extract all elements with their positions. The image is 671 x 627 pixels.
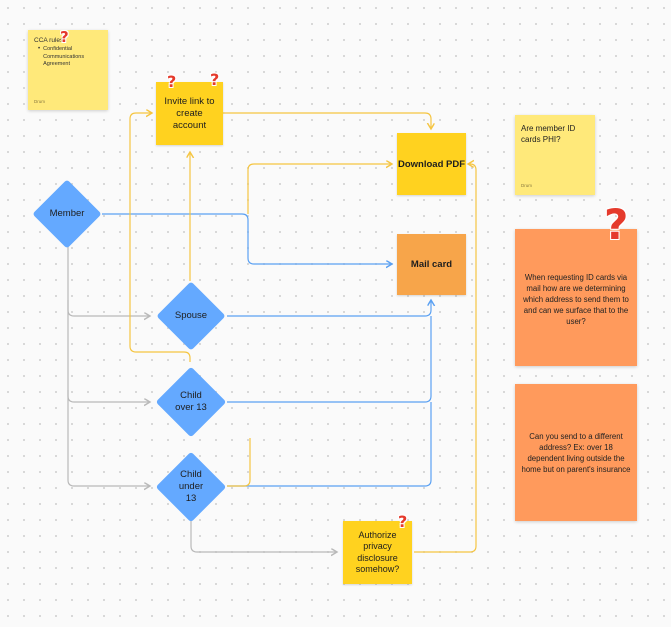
connector-member-child-over [67,300,150,402]
invite-link-label: Invite link to create account [164,95,215,131]
cca-rules-note[interactable]: CCA rules: • Confidential Communications… [28,30,108,110]
connector-authorize-download [414,164,477,553]
note-author: Drum [521,183,532,188]
question-mark-icon: ? [604,200,629,249]
child-under-13-diamond[interactable]: Child under 13 [155,451,227,523]
cca-rules-bullet: Confidential Communications Agreement [43,46,85,67]
connector-spouse-mail [227,300,431,317]
connector-child-under-mail [227,402,432,487]
connector-child-over-mail [227,316,432,403]
question-mark-icon: ? [167,72,177,91]
connector-member-mail [102,213,392,264]
mail-card-label: Mail card [410,259,453,270]
spouse-diamond[interactable]: Spouse [155,281,227,351]
phi-question-text: Are member ID cards PHI? [521,124,576,144]
connector-member-child-under [67,390,150,486]
connector-child-over-invite [129,113,191,362]
member-diamond[interactable]: Member [32,179,102,249]
member-label: Member [49,208,85,219]
spouse-label: Spouse [174,310,208,321]
note-author: Drum [34,99,45,104]
different-address-note[interactable]: Can you send to a different address? Ex:… [515,384,637,521]
mail-address-text: When requesting ID cards via mail how ar… [523,273,629,326]
invite-link-node[interactable]: Invite link to create account [156,82,223,145]
question-mark-icon: ? [210,70,220,89]
child-over-13-label: Child over 13 [175,390,207,413]
connector-member-spouse [67,245,150,316]
authorize-node[interactable]: Authorize privacy disclosure somehow? [343,521,412,584]
question-mark-icon: ? [60,28,69,46]
cca-rules-title: CCA rules: [34,37,66,44]
bullet-icon: • [38,46,41,52]
different-address-text: Can you send to a different address? Ex:… [521,431,631,474]
connector-invite-download [222,112,431,129]
child-over-13-diamond[interactable]: Child over 13 [155,366,227,438]
download-pdf-node[interactable]: Download PDF [397,133,466,195]
question-mark-icon: ? [398,512,408,531]
connector-member-download [247,164,392,214]
connector-child-under-authorize [190,520,337,552]
mail-address-note[interactable]: When requesting ID cards via mail how ar… [515,229,637,366]
connector-child-under-download [227,438,251,487]
download-pdf-label: Download PDF [397,158,466,170]
authorize-label: Authorize privacy disclosure somehow? [355,529,400,575]
mail-card-node[interactable]: Mail card [397,234,466,295]
child-under-13-label: Child under 13 [178,469,204,504]
phi-question-note[interactable]: Are member ID cards PHI? Drum [515,115,595,195]
